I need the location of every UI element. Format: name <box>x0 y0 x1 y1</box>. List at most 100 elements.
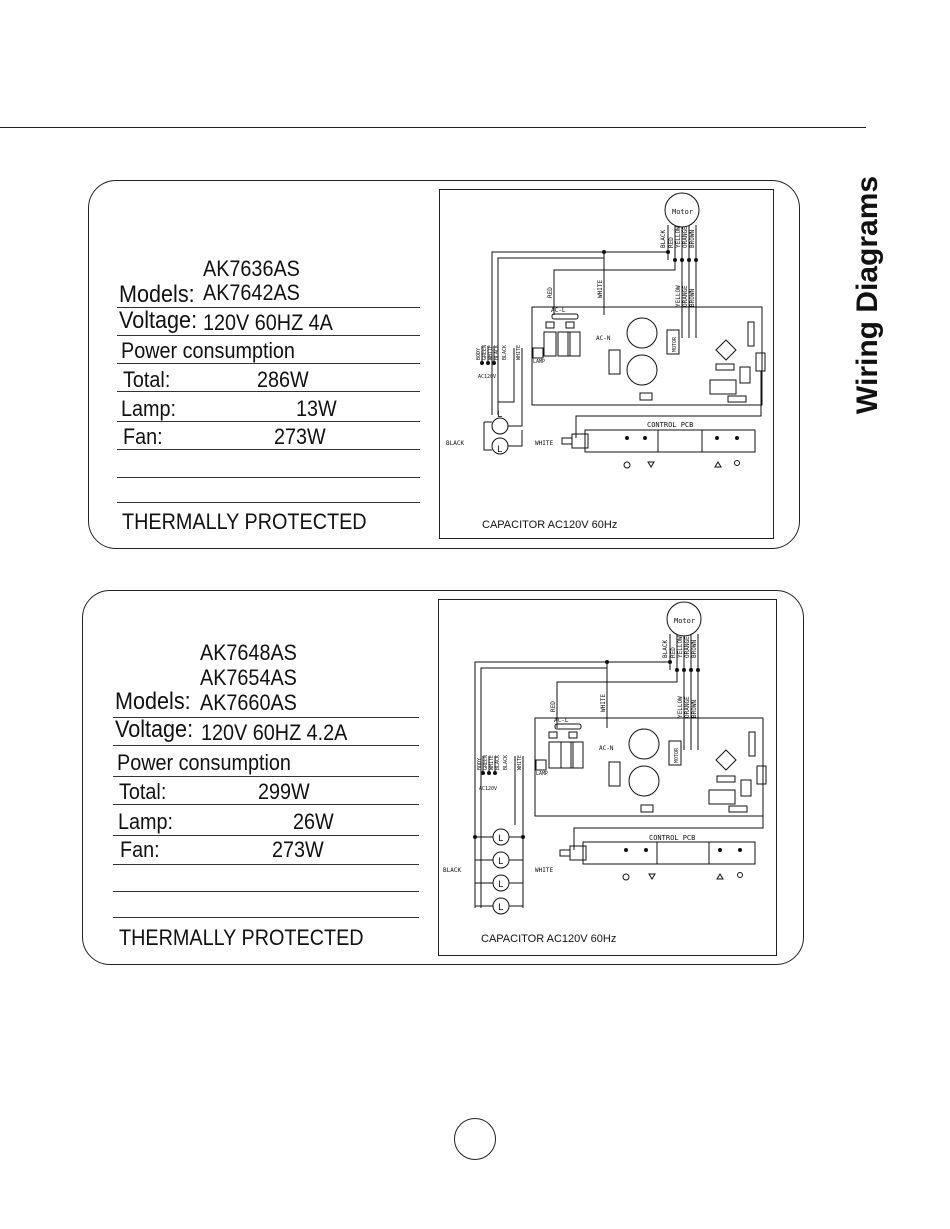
wiring-diagram-2: Motor BLACK WHITE CONTROL PCB AC-L AC-N … <box>438 599 777 956</box>
black-wire-label: BLACK <box>503 755 509 770</box>
power-consumption-label: Power consumption <box>117 750 291 775</box>
wire-label-red: RED <box>668 237 675 248</box>
voltage-value: 120V 60HZ 4.2A <box>201 720 348 745</box>
board-wire-orange: ORANGE <box>684 696 691 718</box>
light-icon <box>737 872 743 878</box>
wire-label-orange: ORANGE <box>684 636 691 658</box>
models-label: Models: <box>119 281 195 308</box>
board-wire-brown: BROWN <box>689 289 696 307</box>
ac-wire-green: GREEN <box>482 345 488 360</box>
control-pcb-label: CONTROL PCB <box>647 421 693 429</box>
wiring-schematic: Motor BLACK WHITE CONTROL PCB AC-L AC-N … <box>443 601 767 945</box>
lamp-symbol: L <box>498 834 503 844</box>
fan-label: Fan: <box>123 424 163 449</box>
up-arrow-icon <box>716 873 724 880</box>
lamp-symbol: L <box>497 410 502 420</box>
thermally-protected-label: THERMALLY PROTECTED <box>122 509 367 534</box>
models-label: Models: <box>115 688 191 715</box>
model-number: AK7660AS <box>200 690 297 715</box>
lamp-value: 13W <box>296 396 337 421</box>
lamp-symbol: L <box>497 445 502 455</box>
capacitor-label: CAPACITOR AC120V 60Hz <box>481 933 616 945</box>
ac-l-label: AC-L <box>551 307 566 314</box>
voltage-label: Voltage: <box>115 716 194 743</box>
lamp-symbol: L <box>498 880 503 890</box>
ac-l-label: AC-L <box>554 717 569 724</box>
white-wire-label: WHITE <box>600 694 607 712</box>
ac-wire-black: BLACK <box>494 345 500 360</box>
board-wire-yellow: YELLOW <box>675 285 682 307</box>
lamp-conn-label: LAMP <box>536 771 548 777</box>
power-icon <box>623 461 631 469</box>
motor-conn-label: MOTOR <box>674 747 680 763</box>
lamp-symbol: L <box>498 903 503 913</box>
motor-label: Motor <box>674 617 695 625</box>
lamp-value: 26W <box>293 809 334 834</box>
wiring-panel-2: AK7648AS AK7654AS AK7660AS Models: Volta… <box>82 590 804 965</box>
model-number: AK7636AS <box>203 256 300 281</box>
wiring-panel-1: AK7636AS AK7642AS Models: Voltage: 120V … <box>88 180 800 549</box>
lamp-symbol: L <box>498 857 503 867</box>
wire-label-brown: BROWN <box>689 230 696 248</box>
fan-value: 273W <box>274 424 326 449</box>
page-number-circle <box>454 1118 496 1160</box>
wire-label-black: BLACK <box>662 640 669 658</box>
down-arrow-icon <box>647 461 655 468</box>
motor-conn-label: MOTOR <box>672 336 678 352</box>
wire-label-black: BLACK <box>660 230 667 248</box>
total-value: 299W <box>258 779 310 804</box>
thermally-protected-label: THERMALLY PROTECTED <box>119 925 364 950</box>
model-number: AK7642AS <box>203 280 300 305</box>
red-wire-label: RED <box>547 287 554 298</box>
ac-wire-black: BLACK <box>495 755 501 770</box>
white-lamp-label: WHITE <box>535 867 553 874</box>
fan-label: Fan: <box>120 837 160 862</box>
total-value: 286W <box>257 367 309 392</box>
ac-wire-body: BODY <box>477 758 483 770</box>
red-wire-label: RED <box>550 701 557 712</box>
total-label: Total: <box>123 367 171 392</box>
wire-label-brown: BROWN <box>691 640 698 658</box>
model-number: AK7654AS <box>200 665 297 690</box>
down-arrow-icon <box>648 873 656 880</box>
white-wire-label: WHITE <box>516 345 522 360</box>
capacitor-label: CAPACITOR AC120V 60Hz <box>482 519 617 531</box>
wire-label-orange: ORANGE <box>682 226 689 248</box>
ac-wire-white: WHITE <box>488 345 494 360</box>
board-wire-brown: BROWN <box>691 700 698 718</box>
ac-wire-white: WHITE <box>489 755 495 770</box>
white-wire-label: WHITE <box>597 280 604 298</box>
up-arrow-icon <box>714 461 722 468</box>
side-title: Wiring Diagrams <box>851 175 884 415</box>
model-number: AK7648AS <box>200 640 297 665</box>
board-wire-yellow: YELLOW <box>677 696 684 718</box>
total-label: Total: <box>119 779 167 804</box>
voltage-label: Voltage: <box>119 307 198 334</box>
white-lamp-label: WHITE <box>535 440 553 447</box>
ac120v-label: AC120V <box>478 374 496 380</box>
power-icon <box>622 873 630 881</box>
wire-label-yellow: YELLOW <box>677 636 684 658</box>
lamp-label: Lamp: <box>118 809 174 834</box>
ac120v-label: AC120V <box>479 786 497 792</box>
white-wire-label: WHITE <box>517 755 523 770</box>
motor-label: Motor <box>672 208 693 216</box>
top-rule <box>0 127 866 128</box>
black-wire-label: BLACK <box>502 345 508 360</box>
control-pcb-label: CONTROL PCB <box>649 834 695 842</box>
light-icon <box>734 460 740 466</box>
wire-label-red: RED <box>670 647 677 658</box>
lamp-conn-label: LAMP <box>533 359 545 365</box>
wiring-schematic: Motor BLACK WHITE CONTROL PCB AC-L AC-N … <box>446 192 766 531</box>
wiring-diagram-1: Motor BLACK WHITE CONTROL PCB AC-L AC-N … <box>439 189 774 539</box>
ac-n-label: AC-N <box>599 745 614 752</box>
fan-value: 273W <box>272 837 324 862</box>
ac-wire-green: GREEN <box>483 755 489 770</box>
black-lamp-label: BLACK <box>446 440 464 447</box>
voltage-value: 120V 60HZ 4A <box>203 310 333 335</box>
lamp-label: Lamp: <box>121 396 177 421</box>
black-lamp-label: BLACK <box>443 867 461 874</box>
ac-wire-body: BODY <box>476 348 482 360</box>
power-consumption-label: Power consumption <box>121 338 295 363</box>
wire-label-yellow: YELLOW <box>675 226 682 248</box>
